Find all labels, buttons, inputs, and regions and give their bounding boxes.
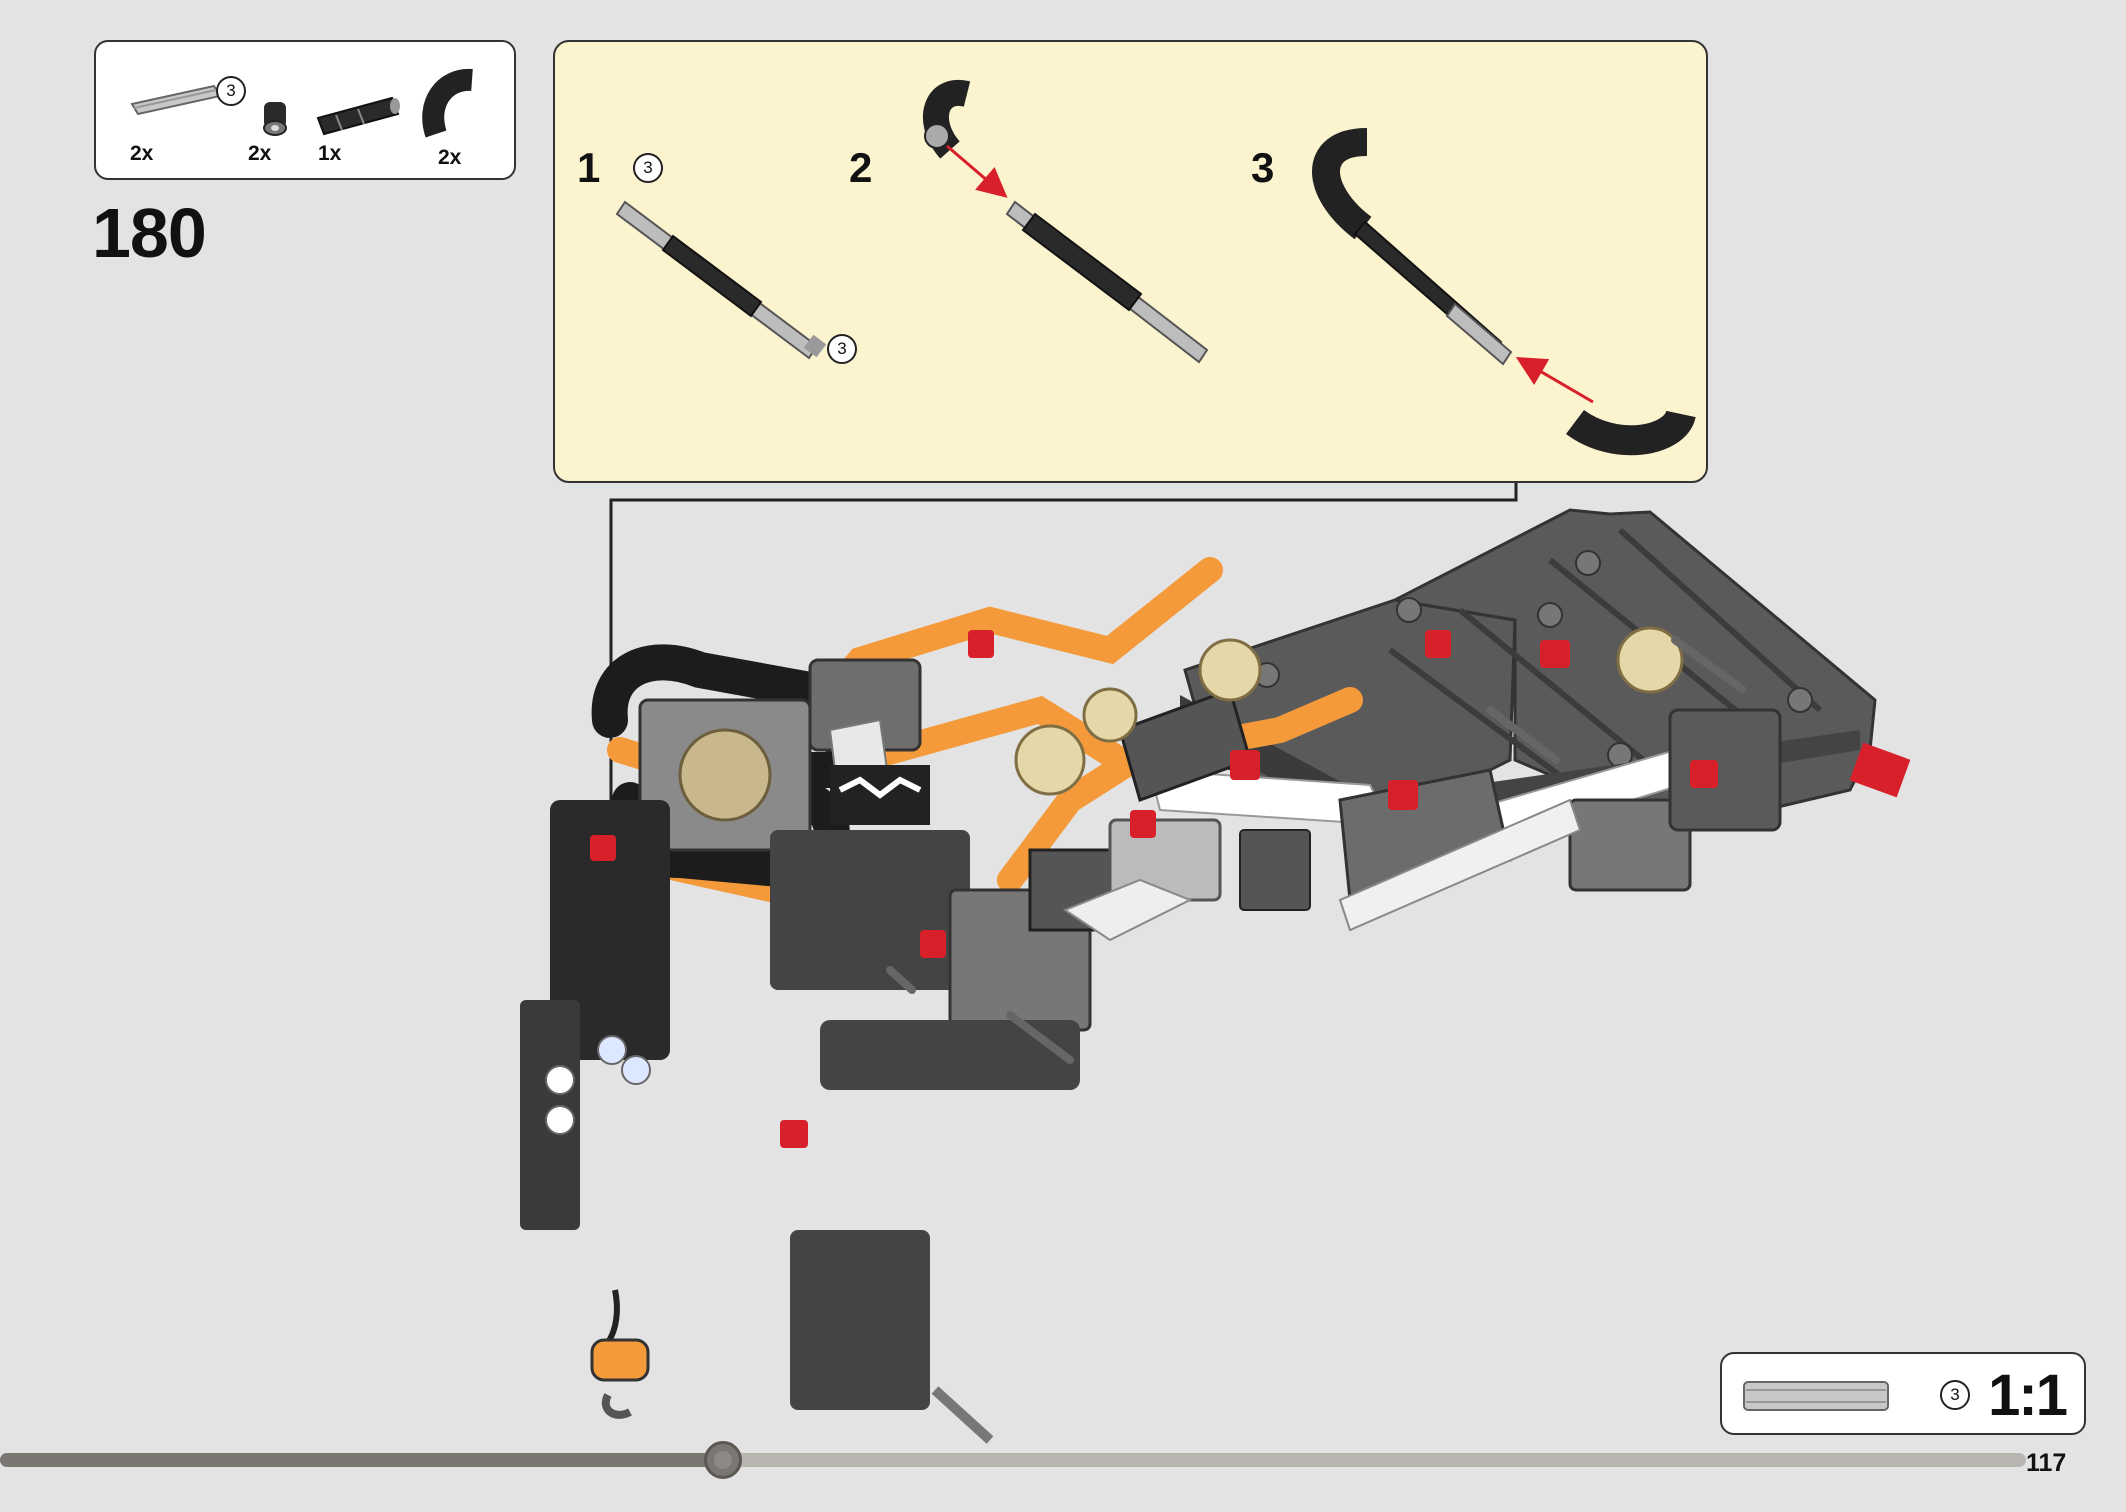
main-model-illustration: [520, 508, 1911, 1444]
ruler-axle-icon: [1743, 1381, 1889, 1411]
step3-assembly-icon: [1312, 128, 1696, 456]
white-beam: [1062, 798, 1582, 942]
lower-left-parts: [520, 1000, 994, 1444]
gears: [1014, 626, 1684, 796]
scale-ruler-box: 3 1:1: [1720, 1352, 2086, 1435]
length-badge: 3: [216, 76, 246, 106]
step2-assembly-icon: [923, 79, 1209, 364]
qty-axle: 2x: [130, 142, 154, 165]
axle-connector-part-icon: [316, 96, 400, 136]
chassis-blocks: [550, 658, 1782, 1090]
ruler-length-badge: 3: [1940, 1380, 1970, 1410]
qty-hose: 2x: [438, 146, 462, 169]
substep-1-number: 1: [577, 144, 601, 191]
substep-3-number: 3: [1251, 144, 1275, 191]
qty-connector: 1x: [318, 142, 342, 165]
page-number: 117: [2026, 1449, 2067, 1477]
parts-illustrations: [130, 68, 473, 138]
substep-1-length-badge-b: 3: [827, 334, 857, 364]
step1-assembly-icon: [615, 200, 827, 360]
step-number: 180: [92, 194, 207, 272]
qty-bush: 2x: [248, 142, 272, 165]
substep-2-number: 2: [849, 144, 873, 191]
bent-hose-part-icon: [422, 68, 473, 138]
sub-assembly-illustrations: [615, 79, 1696, 456]
substep-1-length-badge-a: 3: [633, 153, 663, 183]
progress-knob: [704, 1441, 742, 1479]
protruding-axles: [886, 636, 1746, 1064]
progress-fill: [0, 1453, 723, 1467]
scale-label: 1:1: [1988, 1363, 2068, 1428]
red-pins: [590, 630, 1718, 1148]
parts-list-box: 3 2x 2x 1x 2x: [94, 40, 516, 180]
bush-part-icon: [263, 102, 287, 136]
sub-assembly-callout: 1 2 3 3 3: [553, 40, 1708, 483]
